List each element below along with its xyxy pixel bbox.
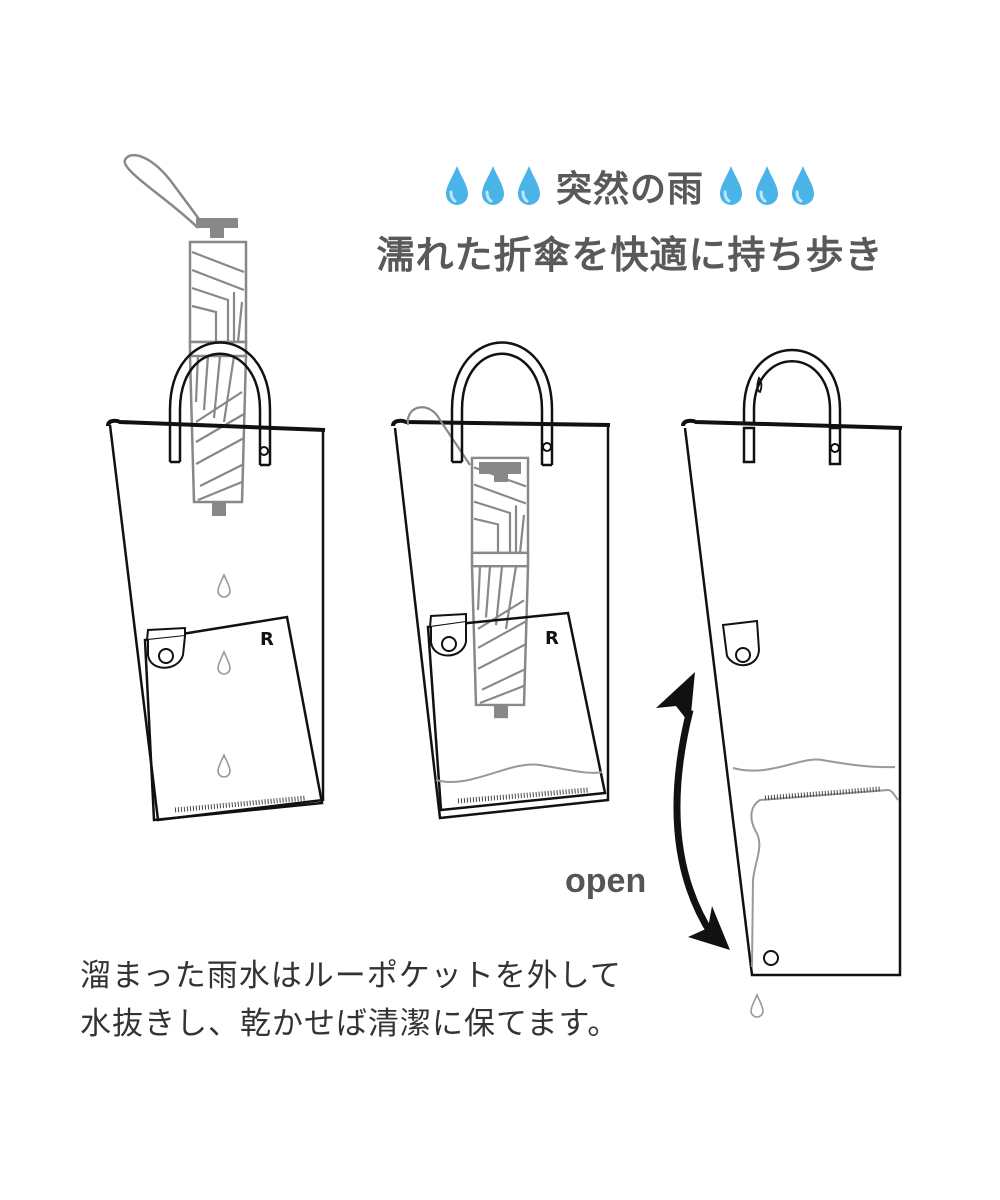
- pocket-logo: R: [260, 629, 274, 650]
- open-label: open: [565, 862, 647, 900]
- water-drop-icon: [445, 166, 468, 205]
- water-drop-icon: [720, 166, 742, 205]
- headline-subtitle: 濡れた折傘を快適に持ち歩き: [376, 233, 884, 277]
- caption-line1: 溜まった雨水はルーポケットを外して: [80, 958, 622, 994]
- water-drop-icon: [792, 166, 814, 205]
- arrow-head-up-icon: [656, 672, 695, 724]
- caption: 溜まった雨水はルーポケットを外して 水抜きし、乾かせば清潔に保てます。: [80, 952, 622, 1048]
- headline-title: 突然の雨: [555, 169, 704, 210]
- water-drop-icon: [481, 166, 504, 205]
- arrow-head-down-icon: [688, 906, 730, 950]
- caption-line2: 水抜きし、乾かせば清潔に保てます。: [80, 1006, 620, 1042]
- headline-line1: 突然の雨: [360, 158, 900, 214]
- panel-pocket-open: [656, 348, 903, 1018]
- water-drop-icon: [517, 166, 540, 205]
- panel-umbrella-stored: R: [391, 341, 611, 820]
- headline: 突然の雨 濡れた折傘を快適に持ち歩き: [360, 158, 900, 279]
- panel-umbrella-insert: R: [106, 154, 326, 822]
- water-drop-icon: [756, 166, 778, 205]
- pocket-logo: R: [545, 628, 559, 649]
